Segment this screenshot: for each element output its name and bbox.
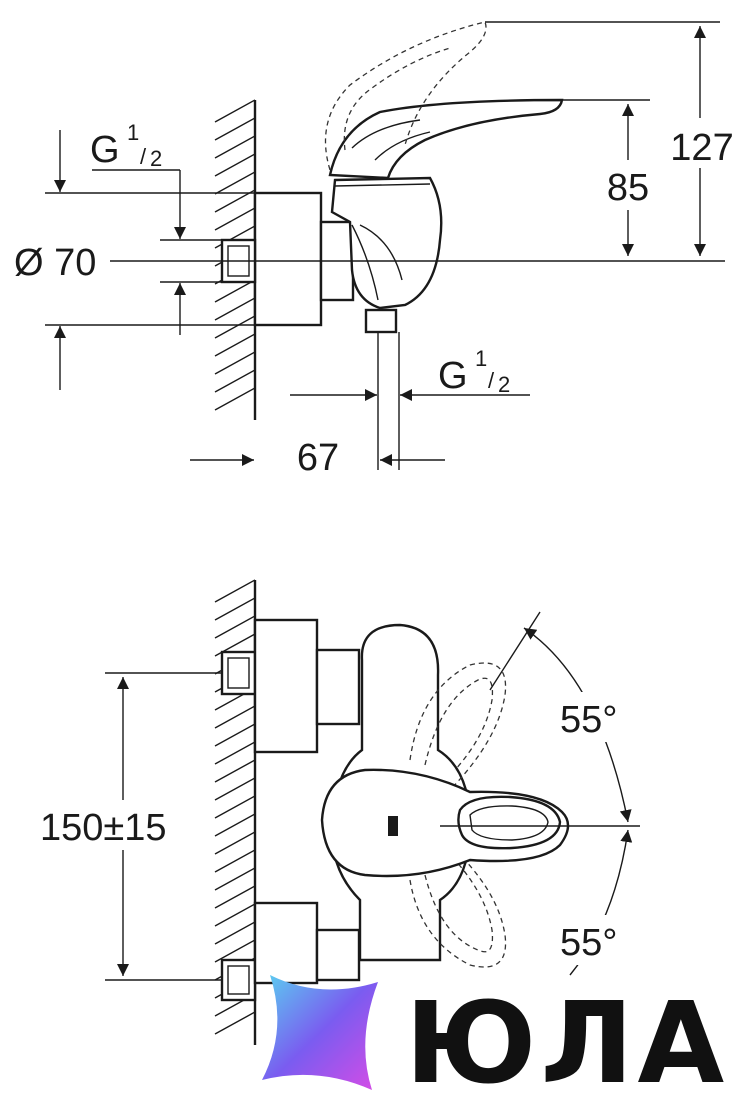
- angle-upper: 55°: [560, 699, 617, 741]
- wall-flange: [253, 191, 323, 327]
- hatch-line: [214, 939, 256, 963]
- lever-handle: [328, 98, 564, 180]
- hatch-line: [214, 117, 256, 141]
- hatch-line: [214, 777, 256, 801]
- hatch-line: [214, 903, 256, 927]
- hatch-line: [214, 207, 256, 231]
- svg-text:1: 1: [475, 346, 487, 371]
- svg-text:G: G: [90, 129, 120, 171]
- nut-upper: [315, 648, 361, 726]
- hatch-line: [214, 615, 256, 639]
- dim-150: 150±15: [40, 807, 167, 849]
- hatch-line: [214, 99, 256, 123]
- svg-text:/: /: [140, 144, 147, 169]
- brand-logo: ЮЛА: [262, 975, 728, 1100]
- mixer-body: [330, 176, 443, 310]
- angle-lower: 55°: [560, 922, 617, 964]
- logo-star-icon: [262, 975, 378, 1090]
- thread-label-left: G 1 / 2: [90, 120, 162, 171]
- svg-text:1: 1: [127, 120, 139, 145]
- hatch-line: [214, 579, 256, 603]
- hatch-line: [214, 885, 256, 909]
- hatch-line: [214, 759, 256, 783]
- svg-text:2: 2: [150, 146, 162, 171]
- lever-raised-ghost: [324, 21, 487, 171]
- flange-upper: [253, 618, 319, 754]
- hatch-line: [214, 921, 256, 945]
- front-view: 55° 55° 150±15: [38, 579, 650, 1045]
- nut-lower: [315, 928, 361, 982]
- hatch-line: [214, 333, 256, 357]
- hatch-line: [214, 831, 256, 855]
- outlet-nut: [364, 308, 398, 334]
- hatch-line: [214, 813, 256, 837]
- hatch-line: [214, 171, 256, 195]
- hatch-line: [214, 153, 256, 177]
- dim-127: 127: [670, 127, 733, 169]
- thread-label-bottom: G 1 / 2: [438, 346, 510, 397]
- hatch-line: [214, 369, 256, 393]
- hatch-line: [214, 867, 256, 891]
- dim-85: 85: [607, 167, 649, 209]
- hatch-line: [214, 723, 256, 747]
- dim-67: 67: [297, 437, 339, 479]
- hatch-line: [214, 297, 256, 321]
- svg-text:G: G: [438, 355, 468, 397]
- hatch-line: [214, 741, 256, 765]
- hatch-line: [214, 279, 256, 303]
- hatch-line: [214, 135, 256, 159]
- hatch-line: [214, 597, 256, 621]
- hatch-line: [214, 705, 256, 729]
- hatch-line: [214, 795, 256, 819]
- hatch-line: [214, 351, 256, 375]
- lever-ghost-lower: [409, 844, 507, 968]
- hatch-line: [214, 387, 256, 411]
- lever-ghost-upper: [409, 662, 507, 791]
- side-view: 127 85 G 1 / 2 Ø 70 G 1 / 2: [12, 21, 742, 479]
- svg-text:2: 2: [498, 372, 510, 397]
- dim-diameter: Ø 70: [14, 242, 96, 284]
- logo-text: ЮЛА: [405, 979, 728, 1100]
- hatch-line: [214, 849, 256, 873]
- svg-text:/: /: [488, 368, 495, 393]
- hatch-line: [214, 1011, 256, 1035]
- flange-lower: [253, 901, 319, 985]
- hatch-line: [214, 315, 256, 339]
